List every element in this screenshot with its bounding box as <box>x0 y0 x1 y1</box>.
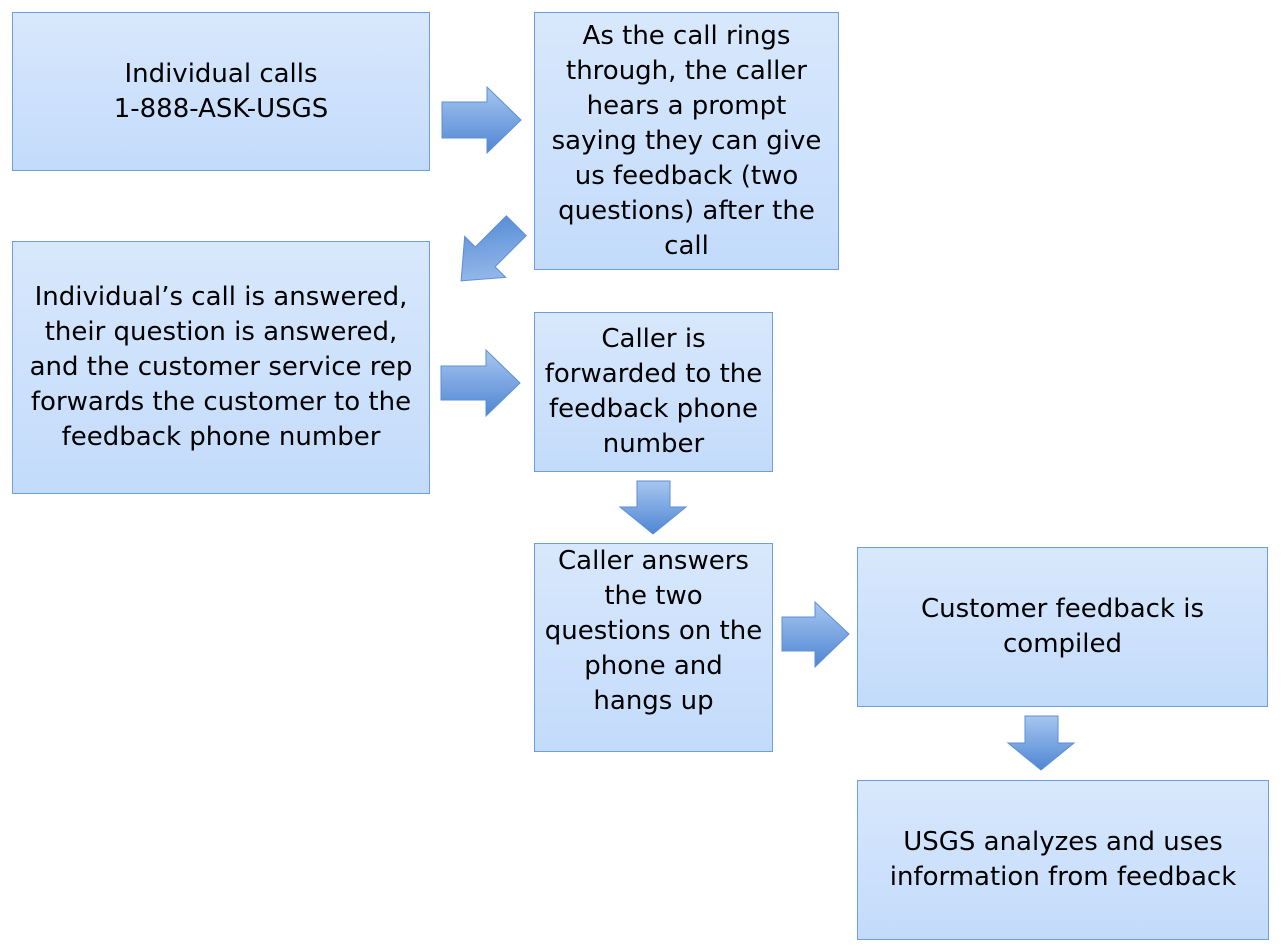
step-call-answered: Individual’s call is answered, their que… <box>12 241 430 494</box>
arrow-compiled-to-analyzes <box>1006 715 1076 771</box>
step-usgs-analyzes: USGS analyzes and uses information from … <box>857 780 1269 940</box>
arrow-call-to-prompt <box>441 85 522 155</box>
arrow-forwarded-to-answers <box>618 480 688 535</box>
step-individual-calls: Individual calls 1-888-ASK-USGS <box>12 12 430 171</box>
step-individual-calls-text: Individual calls 1-888-ASK-USGS <box>113 58 329 124</box>
step-call-prompt-text: As the call rings through, the caller he… <box>551 20 822 261</box>
step-caller-forwarded-text: Caller is forwarded to the feedback phon… <box>544 324 763 459</box>
arrow-answers-to-compiled <box>781 600 850 669</box>
step-caller-answers: Caller answers the two questions on the … <box>534 543 773 752</box>
step-feedback-compiled: Customer feedback is compiled <box>857 547 1268 707</box>
step-caller-answers-text: Caller answers the two questions on the … <box>544 546 763 716</box>
step-feedback-compiled-text: Customer feedback is compiled <box>920 594 1205 659</box>
arrow-answered-to-forwarded <box>440 348 521 418</box>
step-caller-forwarded: Caller is forwarded to the feedback phon… <box>534 312 773 472</box>
step-call-prompt: As the call rings through, the caller he… <box>534 12 839 270</box>
arrow-prompt-to-answered <box>460 215 527 282</box>
step-call-answered-text: Individual’s call is answered, their que… <box>29 282 413 452</box>
step-usgs-analyzes-text: USGS analyzes and uses information from … <box>889 827 1237 892</box>
